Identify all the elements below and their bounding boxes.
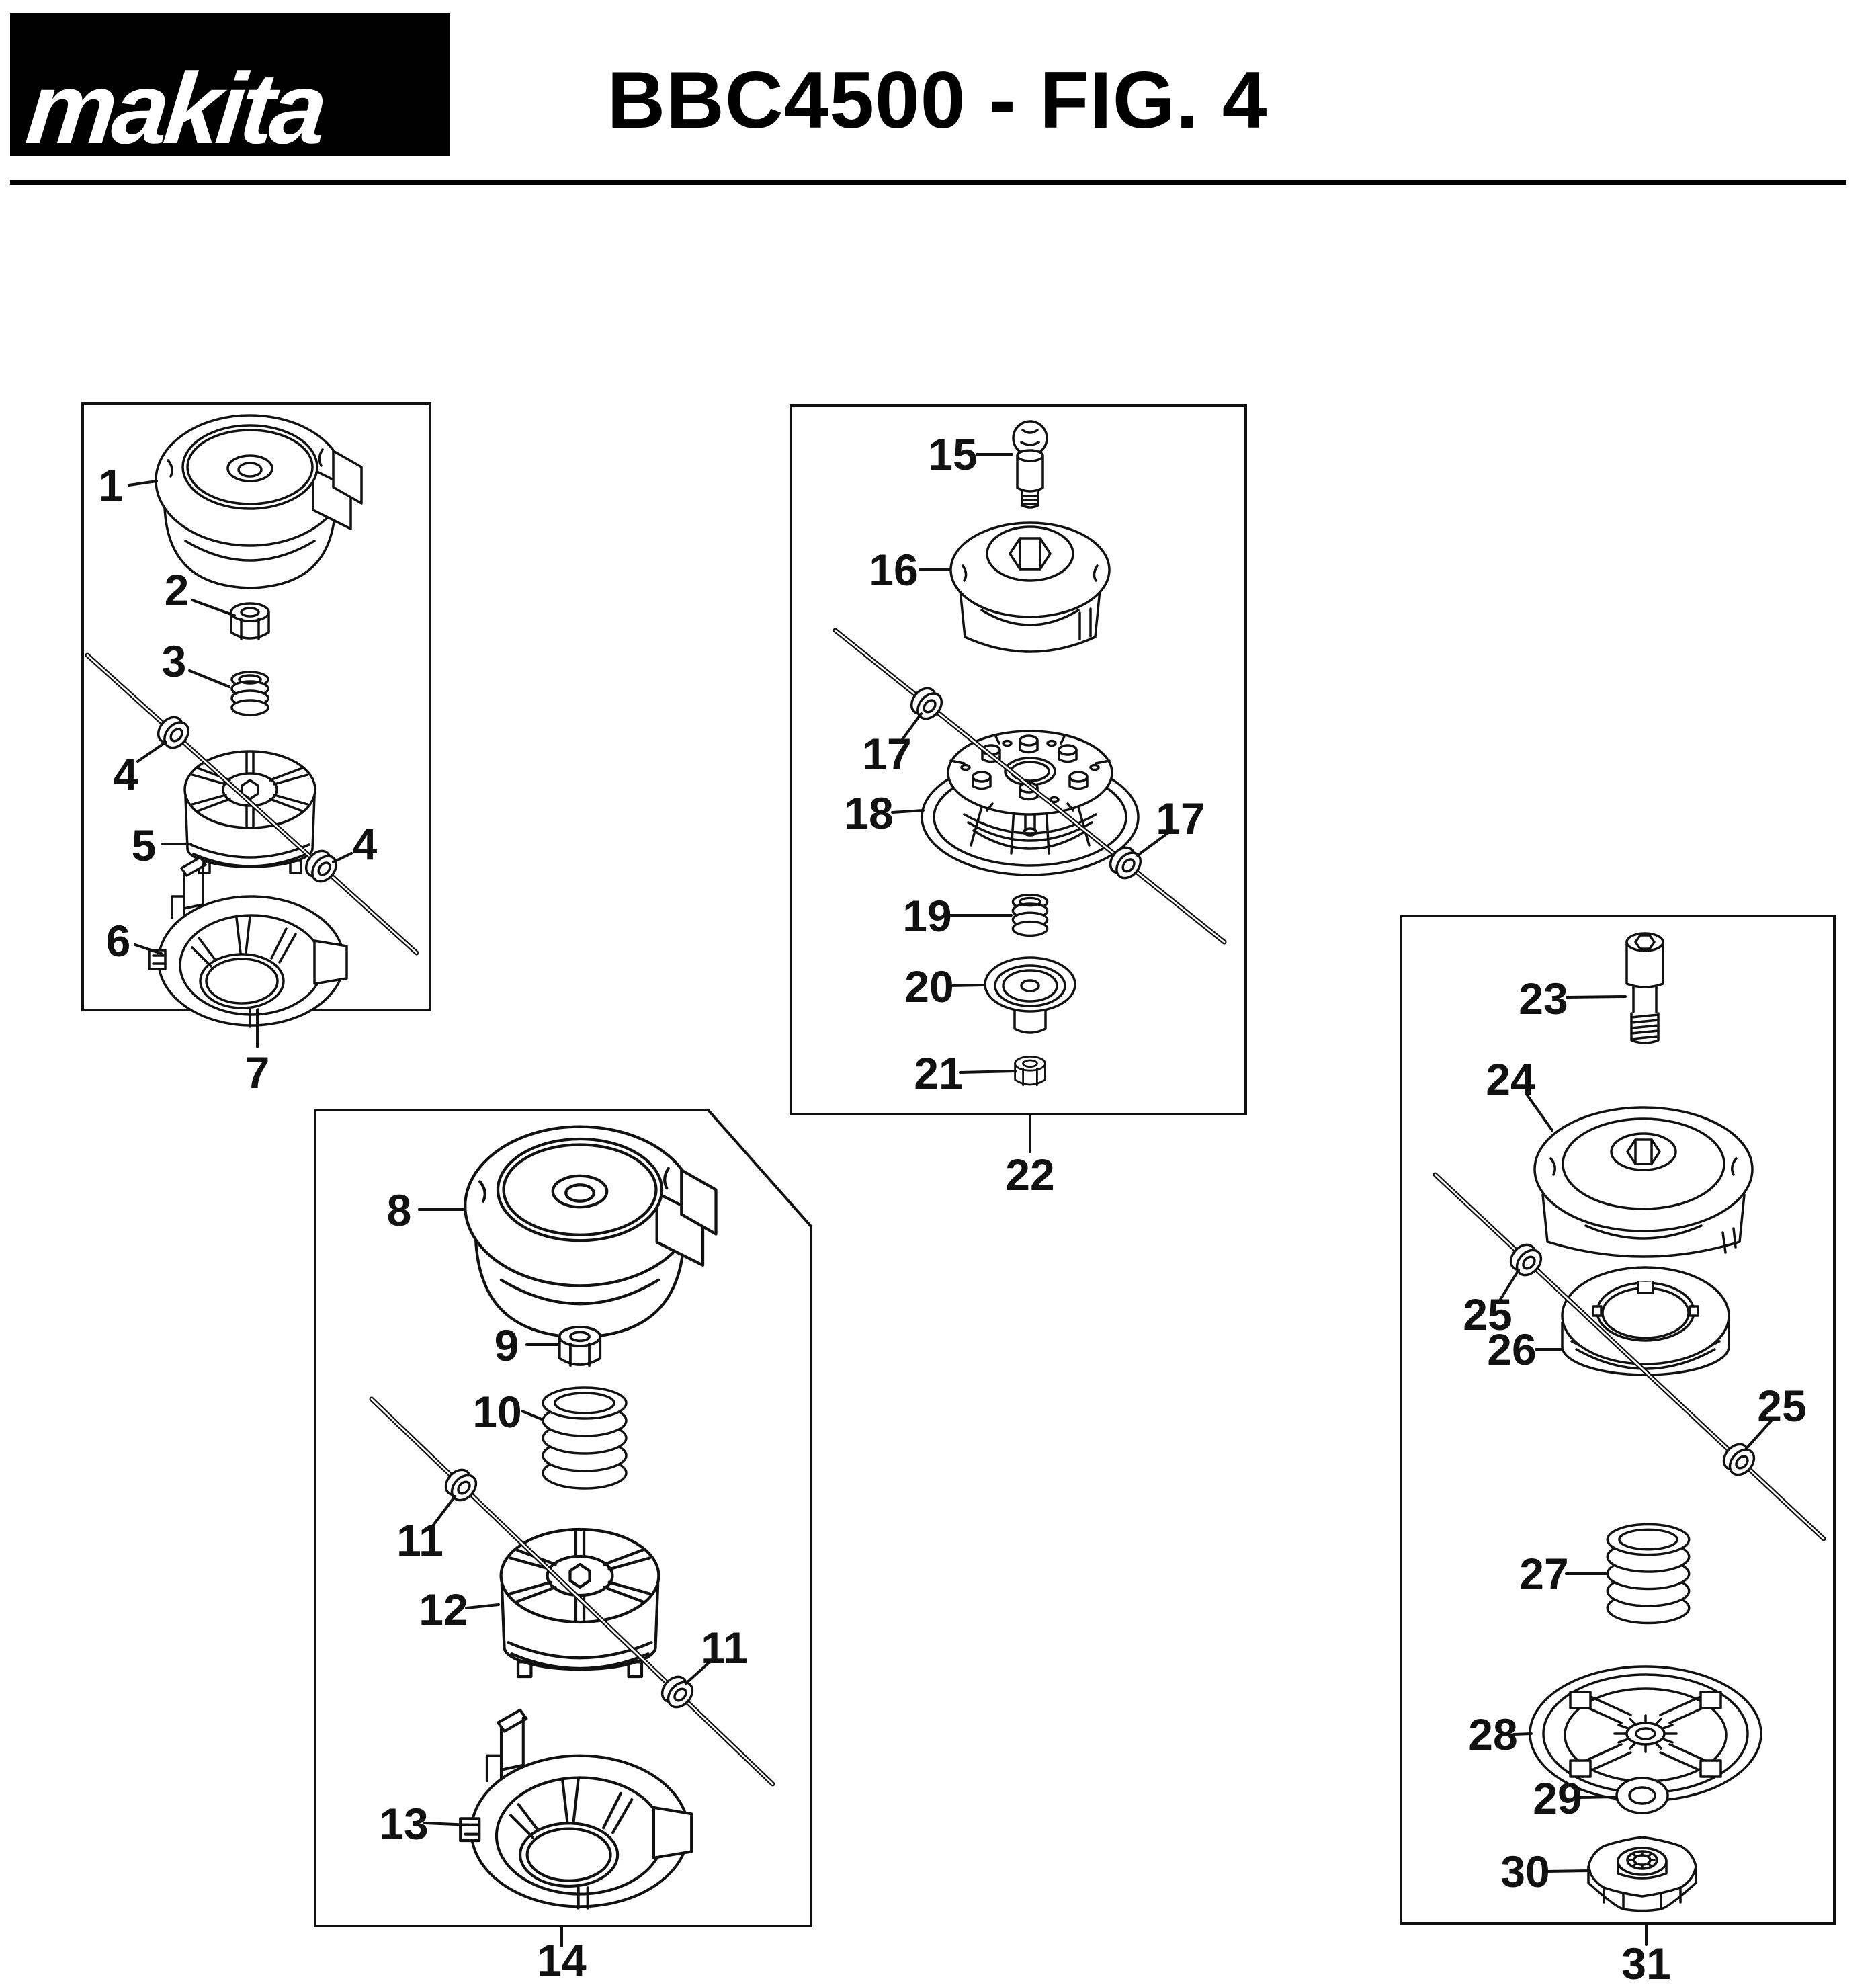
callout-13: 13: [379, 1799, 428, 1849]
leader-18: [891, 809, 925, 814]
leader-4-upper: [136, 741, 167, 763]
callout-8: 8: [387, 1185, 412, 1235]
callout-15: 15: [928, 429, 977, 479]
part-9-nut: [558, 1325, 602, 1367]
callout-2: 2: [165, 565, 189, 615]
trimmer-line-a: [85, 652, 419, 956]
part-24-cover-disc: [1533, 1106, 1754, 1258]
callout-19: 19: [902, 891, 951, 941]
part-10-spring: [542, 1386, 628, 1490]
header-rule: [10, 180, 1846, 185]
leader-12: [465, 1603, 500, 1609]
callout-17-lower: 17: [1156, 794, 1205, 843]
leader-6: [134, 943, 163, 955]
leader-24: [1525, 1092, 1553, 1132]
callout-18: 18: [844, 788, 893, 838]
assembly-group-31: 23 24 25 26 25 27 28 29 30 31: [1400, 915, 1836, 1985]
part-3-spring: [230, 671, 269, 716]
callout-25-lower: 25: [1757, 1381, 1806, 1431]
part-1-housing: [155, 414, 363, 589]
callout-9: 9: [495, 1320, 519, 1370]
leader-25-upper: [1498, 1269, 1520, 1303]
callout-4-upper: 4: [114, 749, 138, 799]
leader-10: [521, 1410, 543, 1421]
leader-25-lower: [1744, 1418, 1774, 1451]
leader-21: [959, 1070, 1017, 1074]
assembly-box-31: [1400, 915, 1836, 1925]
callout-20: 20: [904, 962, 953, 1011]
leader-2: [191, 599, 236, 617]
part-20-disc: [984, 956, 1076, 1034]
part-8-housing: [465, 1127, 716, 1338]
callout-4-lower: 4: [353, 819, 378, 869]
leader-17-lower: [1136, 831, 1170, 857]
callout-17-upper: 17: [862, 729, 911, 779]
callout-28: 28: [1468, 1709, 1517, 1759]
callout-31: 31: [1621, 1939, 1670, 1985]
leader-13: [423, 1822, 472, 1826]
trimmer-line-c: [369, 1396, 775, 1787]
assembly-group-7: 1 2 3 4 5 4 6 7: [81, 402, 431, 1097]
callout-6: 6: [106, 916, 131, 966]
part-16-housing: [949, 521, 1111, 653]
assembly-group-14: 8 9 10 11 12 11 13 14: [314, 1109, 812, 1985]
part-23-bolt: [1625, 932, 1664, 1044]
callout-11-upper: 11: [396, 1515, 443, 1565]
callout-11-lower: 11: [701, 1623, 748, 1673]
callout-10: 10: [472, 1387, 521, 1437]
assembly-group-22: 15 16 17 18 17 19 20 21 22: [790, 404, 1247, 1199]
leader-17-upper: [900, 712, 923, 743]
callout-29: 29: [1533, 1773, 1582, 1823]
callout-1: 1: [99, 460, 124, 510]
callout-12: 12: [419, 1585, 468, 1634]
part-26-pulley: [1561, 1266, 1730, 1376]
callout-22: 22: [1005, 1150, 1054, 1199]
callout-14: 14: [537, 1935, 587, 1985]
part-2-nut: [230, 602, 270, 640]
leader-3: [188, 669, 230, 688]
part-6-cover: [148, 856, 348, 1028]
leader-11-lower: [685, 1658, 714, 1685]
part-28-plate: [1529, 1665, 1762, 1802]
callout-21: 21: [914, 1048, 963, 1098]
part-29-washer: [1615, 1777, 1669, 1814]
callout-30: 30: [1500, 1847, 1549, 1896]
part-5-spool: [183, 750, 316, 874]
callout-26: 26: [1487, 1324, 1536, 1374]
trimmer-line-d: [1433, 1172, 1826, 1541]
part-15-bolt: [1012, 420, 1048, 509]
callout-3: 3: [162, 636, 187, 686]
leader-4-lower: [332, 852, 353, 863]
callout-25-upper: 25: [1463, 1290, 1512, 1339]
leader-20: [949, 984, 985, 987]
assembly-box-14: [314, 1109, 812, 1927]
leader-11-upper: [431, 1495, 456, 1528]
part-19-spring: [1011, 893, 1049, 937]
callout-5: 5: [132, 820, 157, 870]
callout-23: 23: [1519, 974, 1568, 1023]
makita-logo: makita: [10, 13, 450, 156]
callout-16: 16: [869, 545, 918, 595]
part-27-spring: [1606, 1523, 1691, 1625]
trimmer-line-b: [833, 628, 1227, 945]
part-18-spool-plate: [921, 730, 1140, 876]
callout-24: 24: [1486, 1054, 1535, 1104]
callout-27: 27: [1519, 1549, 1568, 1599]
leader-29: [1578, 1796, 1617, 1799]
leader-1: [128, 480, 158, 487]
part-30-knob: [1587, 1836, 1697, 1912]
callout-7: 7: [245, 1048, 270, 1097]
assembly-box-22: [790, 404, 1247, 1115]
part-13-cover: [460, 1710, 691, 1908]
part-21-nut: [1014, 1056, 1046, 1087]
figure-title: BBC4500 - FIG. 4: [607, 55, 1268, 145]
